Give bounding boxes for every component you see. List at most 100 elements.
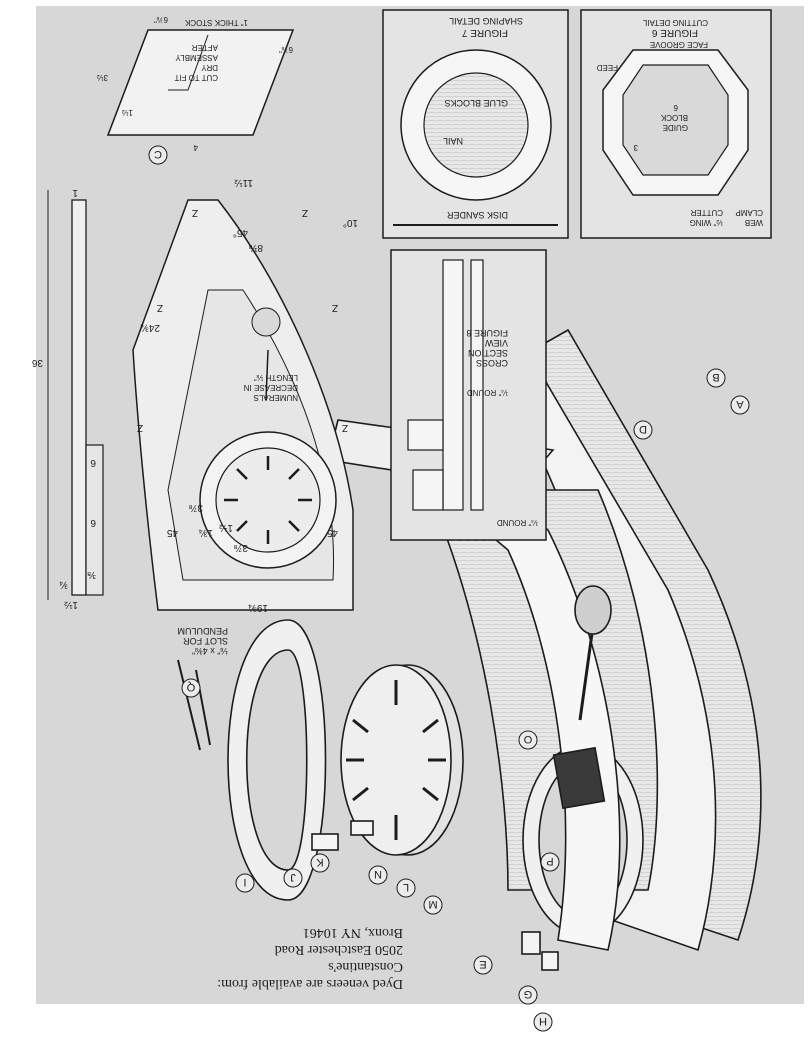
- mark-z6: Z: [157, 302, 163, 313]
- callout-i: I: [235, 873, 255, 893]
- dim-inner-top: 8⅛: [248, 242, 263, 253]
- dim-top-thick: 1: [72, 187, 78, 198]
- slot-note: ⅛" x 4⅜" SLOT FOR PENDULUM: [177, 626, 228, 656]
- callout-i-text: I: [243, 876, 246, 888]
- callout-k: K: [310, 853, 330, 873]
- fig7-subtitle: SHAPING DETAIL: [449, 16, 523, 26]
- dim-seg1: 45: [326, 527, 338, 538]
- callout-a: A: [730, 395, 750, 415]
- fig6-title: FIGURE 6: [651, 27, 698, 38]
- dim-bottom-width: 19¾: [248, 602, 268, 613]
- callout-c: C: [148, 145, 168, 165]
- fig6-feed: FEED: [596, 63, 618, 72]
- callout-e-text: E: [479, 958, 486, 970]
- fig6-cutter2: CUTTER: [690, 208, 723, 217]
- source-heading: Dyed veneers are available from:: [217, 976, 403, 991]
- callout-q-text: Q: [186, 681, 195, 693]
- fig7-sander: DISK SANDER: [446, 210, 508, 220]
- part-c-dim-a: 6⅞": [154, 15, 168, 24]
- fig7-nail: NAIL: [443, 136, 463, 146]
- fig6-dim2: 3: [633, 143, 638, 152]
- dim-angle-small: 10°: [343, 217, 358, 228]
- dim-seg6: 1½: [218, 522, 233, 533]
- part-callouts: A B D E G H I J K L M N O P Q: [181, 368, 750, 1032]
- dim-seg5: 1¾: [198, 527, 213, 538]
- fig6-guide1: GUIDE: [663, 123, 688, 132]
- mark-z1: Z: [342, 422, 348, 433]
- callout-h: H: [533, 1012, 553, 1032]
- dim-seg4: 3⅞: [188, 502, 203, 513]
- callout-l-text: L: [403, 881, 409, 893]
- front-view-dims: 36 11½ 8⅛ 24¾ 19¾ 6 6 ⅜ ¾ 1 1½ 45° 10° 4…: [31, 177, 358, 613]
- callout-m-text: M: [428, 898, 437, 910]
- source-note: Dyed veneers are available from: Constan…: [217, 925, 403, 991]
- dim-back: 1½: [63, 599, 78, 610]
- callout-j: J: [283, 868, 303, 888]
- dim-thick2: ¾: [59, 579, 68, 590]
- part-c-template: C CUT TO FIT DRY ASSEMBLY AFTER 1" THICK…: [97, 15, 295, 165]
- source-city: Bronx, NY 10461: [303, 925, 403, 940]
- source-street: 2050 Eastchester Road: [275, 942, 403, 957]
- source-name: Constantine's: [328, 959, 403, 974]
- callout-d: D: [633, 420, 653, 440]
- fig8-round1: ¼" ROUND: [497, 518, 538, 527]
- fig6-sub2: CUTTING DETAIL: [642, 18, 708, 27]
- fig8-title: FIGURE 8: [466, 328, 508, 338]
- numerals-note-1: NUMERALS: [254, 393, 298, 402]
- part-c-stock: 1" THICK STOCK: [184, 18, 248, 27]
- dim-radius: 6: [90, 457, 96, 468]
- callout-b-text: B: [712, 371, 719, 383]
- fig7-glue: GLUE BLOCKS: [444, 98, 508, 108]
- fig6-clamp2: CLAMP: [735, 208, 763, 217]
- fig6-dim: 6: [673, 103, 678, 112]
- callout-h-text: H: [539, 1015, 547, 1027]
- mark-z4: Z: [192, 207, 198, 218]
- dim-seg2: 45: [166, 527, 178, 538]
- figure-8-cross-section: FIGURE 8 CROSS SECTION VIEW ¼" ROUND ¼" …: [390, 249, 547, 541]
- callout-b: B: [706, 368, 726, 388]
- front-view: [47, 190, 354, 611]
- dim-angle-top: 45°: [233, 227, 248, 238]
- dim-top-width: 11½: [234, 177, 253, 188]
- callout-n-text: N: [374, 868, 382, 880]
- callout-l: L: [396, 878, 416, 898]
- part-c-dim-c: 3½: [97, 73, 108, 82]
- dim-radius2: 6: [90, 517, 96, 528]
- fig8-sub2: SECTION: [468, 348, 508, 358]
- slot-note-line2: SLOT FOR: [183, 636, 228, 646]
- callout-a-text: A: [736, 398, 744, 410]
- fig6-clamp1: WEB: [745, 218, 763, 227]
- fig8-sub1: CROSS: [476, 358, 508, 368]
- dim-side: 24¾: [140, 322, 160, 333]
- callout-q: Q: [181, 678, 201, 698]
- numerals-note-2: DECREASE IN: [244, 383, 298, 392]
- callout-o-text: O: [523, 733, 532, 745]
- exploded-view: [177, 328, 762, 971]
- callout-g-text: G: [524, 988, 533, 1000]
- mark-z3: Z: [302, 207, 308, 218]
- mark-z5: Z: [332, 302, 338, 313]
- part-c-dim-d: 4: [193, 143, 198, 152]
- fig8-sub3: VIEW: [484, 338, 508, 348]
- callout-p: P: [540, 852, 560, 872]
- callout-c-text: C: [154, 148, 162, 160]
- callout-p-text: P: [546, 855, 553, 867]
- callout-n: N: [368, 865, 388, 885]
- fig8-round2: ¼" ROUND: [467, 388, 508, 397]
- dim-height: 36: [31, 357, 43, 368]
- callout-k-text: K: [316, 856, 324, 868]
- callout-g: G: [518, 985, 538, 1005]
- dim-thick1: ⅜: [87, 569, 96, 580]
- part-c-note3: ASSEMBLY: [175, 53, 218, 62]
- mark-z2: Z: [137, 422, 143, 433]
- figure-7: FIGURE 7 SHAPING DETAIL GLUE BLOCKS NAIL…: [382, 9, 569, 239]
- fig7-title: FIGURE 7: [461, 27, 508, 38]
- part-c-dim-b: 6⅞": [279, 45, 293, 54]
- callout-m: M: [423, 895, 443, 915]
- slot-note-line3: PENDULUM: [177, 626, 228, 636]
- slot-note-line1: ⅛" x 4⅜": [192, 646, 228, 656]
- part-c-dim-e: 1½: [122, 108, 133, 117]
- part-c-note2: DRY: [201, 63, 218, 72]
- figure-6: FIGURE 6 FACE GROOVE CUTTING DETAIL GUID…: [580, 9, 772, 239]
